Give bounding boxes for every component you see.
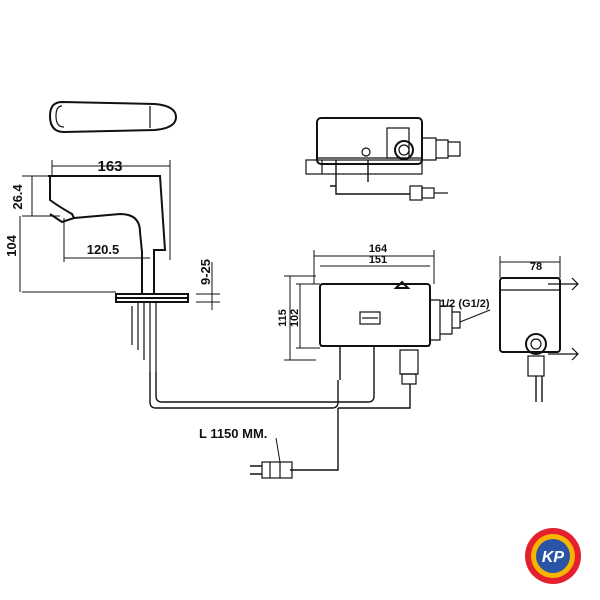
- dim-deck-thickness: 9-25: [198, 259, 213, 285]
- dim-faucet-length: 163: [97, 158, 122, 175]
- faucet-dimensions: [19, 160, 220, 310]
- box-dimensions: [284, 250, 491, 361]
- dim-box-depth: 78: [530, 261, 542, 273]
- control-box-top-view: [305, 117, 461, 201]
- dim-box-inner-width: 151: [369, 254, 387, 266]
- dim-spout-reach: 120.5: [87, 242, 120, 257]
- connection-pipes: [149, 372, 411, 479]
- dim-faucet-height: 104: [4, 234, 19, 256]
- brand-logo: KP: [525, 528, 581, 584]
- svg-text:KP: KP: [542, 549, 565, 566]
- cable-length-label: L 1150 MM.: [199, 426, 267, 441]
- dim-thread-spec: 1/2 (G1/2): [440, 298, 490, 310]
- dim-spout-height: 26.4: [10, 184, 25, 210]
- faucet-side-view: [48, 175, 189, 372]
- faucet-top-view: [48, 100, 178, 134]
- dim-box-outer-height: 115: [277, 309, 289, 327]
- dim-box-outer-width: 164: [369, 243, 388, 255]
- control-box-front-view: [319, 280, 461, 385]
- dim-box-inner-height: 102: [289, 309, 301, 327]
- control-box-side-view: [499, 256, 579, 402]
